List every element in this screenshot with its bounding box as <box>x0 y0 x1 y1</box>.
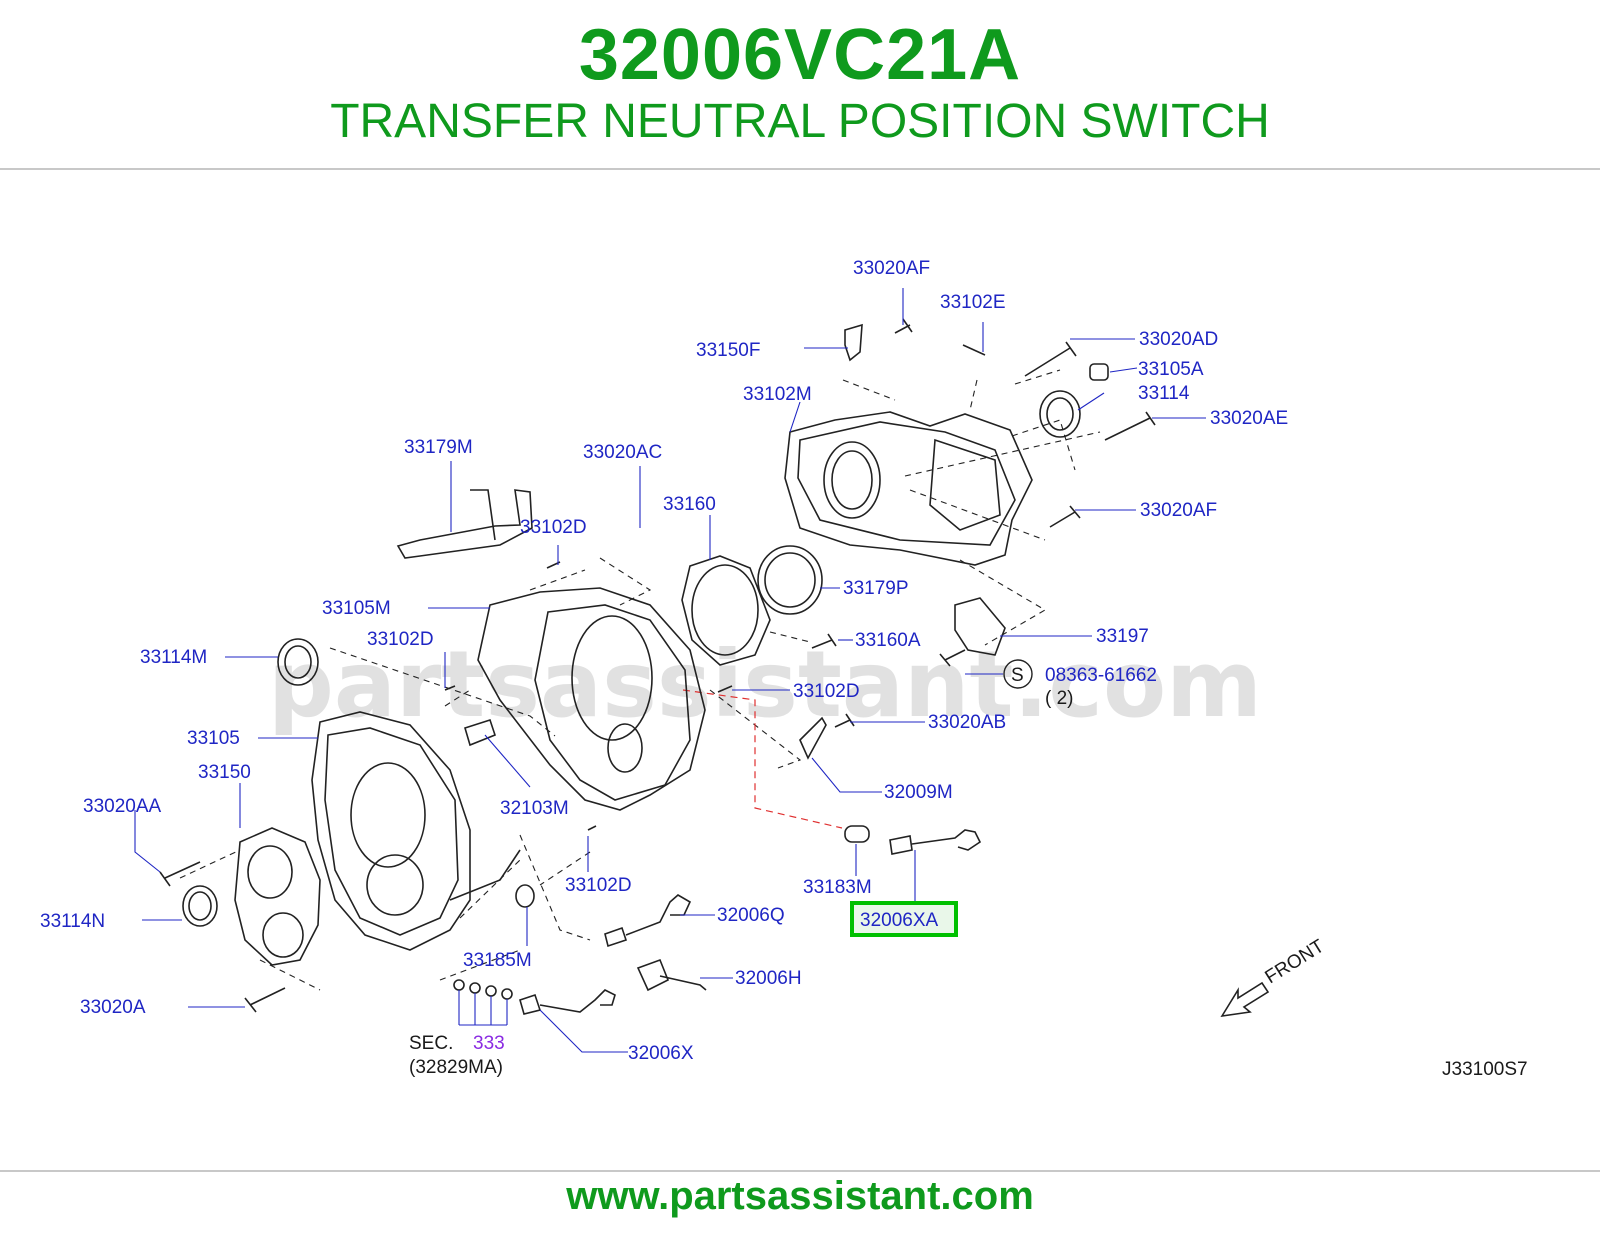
part-description: TRANSFER NEUTRAL POSITION SWITCH <box>330 95 1270 148</box>
callout-sec-333[interactable]: 333 <box>473 1033 505 1054</box>
leader-lines <box>134 288 1206 1053</box>
assembly-dashed-lines <box>179 369 1101 991</box>
callout-33114[interactable]: 33114 <box>1138 383 1190 404</box>
callout-33179P[interactable]: 33179P <box>843 578 909 599</box>
highlight-box-32006XA <box>850 901 958 937</box>
footer-url[interactable]: www.partsassistant.com <box>566 1174 1034 1218</box>
callout-33179M[interactable]: 33179M <box>404 437 473 458</box>
callout-33160[interactable]: 33160 <box>663 494 716 515</box>
callout-33197[interactable]: 33197 <box>1096 626 1149 647</box>
callout-33105M[interactable]: 33105M <box>322 598 391 619</box>
callout-labels: 33020AF 33102E 33020AD 33150F 33105A 331… <box>40 258 1528 1080</box>
callout-33102M[interactable]: 33102M <box>743 384 812 405</box>
callout-33105[interactable]: 33105 <box>187 728 240 749</box>
callout-33020AF-mid[interactable]: 33020AF <box>1140 500 1217 521</box>
callout-33183M[interactable]: 33183M <box>803 877 872 898</box>
callout-33105A[interactable]: 33105A <box>1138 359 1204 380</box>
callout-33102E[interactable]: 33102E <box>940 292 1006 313</box>
part-number: 32006VC21A <box>578 15 1022 95</box>
callout-33185M[interactable]: 33185M <box>463 950 532 971</box>
callout-sec-ref: (32829MA) <box>409 1057 503 1078</box>
callout-08363-quantity: ( 2) <box>1045 688 1074 709</box>
callout-33102D-2[interactable]: 33102D <box>367 629 434 650</box>
callout-33020AB[interactable]: 33020AB <box>928 712 1006 733</box>
footer-divider <box>0 1170 1600 1172</box>
callout-sec-prefix: SEC. <box>409 1033 453 1054</box>
standard-part-symbol-letter: S <box>1011 665 1024 686</box>
callout-33150[interactable]: 33150 <box>198 762 251 783</box>
callout-33020AD[interactable]: 33020AD <box>1139 329 1218 350</box>
header: 32006VC21A TRANSFER NEUTRAL POSITION SWI… <box>0 0 1600 170</box>
callout-32006XA[interactable]: 32006XA <box>860 910 939 931</box>
callout-33102D-4[interactable]: 33102D <box>565 875 632 896</box>
callout-33020AC[interactable]: 33020AC <box>583 442 662 463</box>
callout-33102D-3[interactable]: 33102D <box>793 681 860 702</box>
callout-33102D-1[interactable]: 33102D <box>520 517 587 538</box>
callout-08363-61662[interactable]: 08363-61662 <box>1045 665 1157 686</box>
callout-32006H[interactable]: 32006H <box>735 968 802 989</box>
part-drawings <box>159 318 1270 1026</box>
drawing-code: J33100S7 <box>1442 1059 1528 1080</box>
header-divider <box>0 168 1600 170</box>
callout-32006Q[interactable]: 32006Q <box>717 905 785 926</box>
front-direction-label: FRONT <box>1262 936 1329 989</box>
callout-33020A[interactable]: 33020A <box>80 997 146 1018</box>
callout-33114M[interactable]: 33114M <box>140 647 207 668</box>
callout-32006X[interactable]: 32006X <box>628 1043 694 1064</box>
standard-part-symbol <box>1003 659 1033 689</box>
callout-33160A[interactable]: 33160A <box>855 630 921 651</box>
callout-33020AA[interactable]: 33020AA <box>83 796 162 817</box>
red-dashed-guide-line <box>682 689 843 829</box>
callout-33150F[interactable]: 33150F <box>696 340 760 361</box>
callout-32103M[interactable]: 32103M <box>500 798 569 819</box>
callout-33020AF-top[interactable]: 33020AF <box>853 258 930 279</box>
callout-33020AE[interactable]: 33020AE <box>1210 408 1288 429</box>
watermark-text: partsassistant.com <box>268 631 1262 738</box>
parts-diagram: partsassistant.com <box>40 258 1528 1080</box>
callout-32009M[interactable]: 32009M <box>884 782 953 803</box>
callout-33114N[interactable]: 33114N <box>40 911 105 932</box>
